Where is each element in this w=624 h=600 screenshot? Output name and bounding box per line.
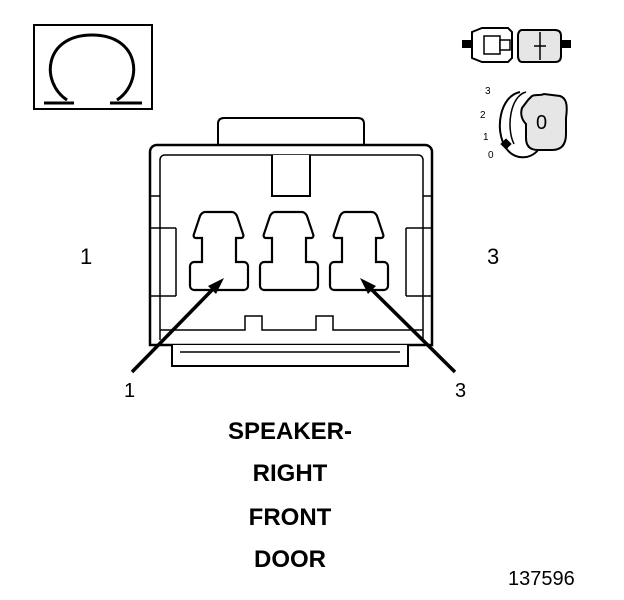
terminal-cavity-2 <box>258 210 320 292</box>
terminal-cavity-1 <box>188 210 250 292</box>
key-position-label: 1 <box>483 132 489 143</box>
key-position-label: 2 <box>480 110 486 121</box>
pin-1-arrow <box>130 286 216 374</box>
key-position-label: 3 <box>485 86 491 97</box>
key-label: 0 <box>536 112 548 134</box>
title-line: SPEAKER- <box>227 418 353 445</box>
pin-1-side-label: 1 <box>80 244 93 269</box>
key-position-label: 0 <box>488 150 494 161</box>
pin-3-side-label: 3 <box>487 244 500 269</box>
ohmmeter-icon <box>33 24 153 110</box>
pin-arrows <box>130 278 457 374</box>
title-line: DOOR <box>254 546 326 573</box>
terminal-cavity-3 <box>328 210 390 292</box>
pin-1-arrow-label: 1 <box>124 380 136 402</box>
figure-number: 137596 <box>508 568 575 590</box>
title-line: RIGHT <box>252 460 328 487</box>
pin-3-arrow <box>368 286 457 374</box>
terminal-cavities <box>188 210 390 292</box>
title-line: FRONT <box>248 504 332 531</box>
pin-3-arrow-label: 3 <box>455 380 467 402</box>
ignition-key-icon <box>498 91 568 159</box>
disconnected-connector-icon <box>462 27 571 63</box>
